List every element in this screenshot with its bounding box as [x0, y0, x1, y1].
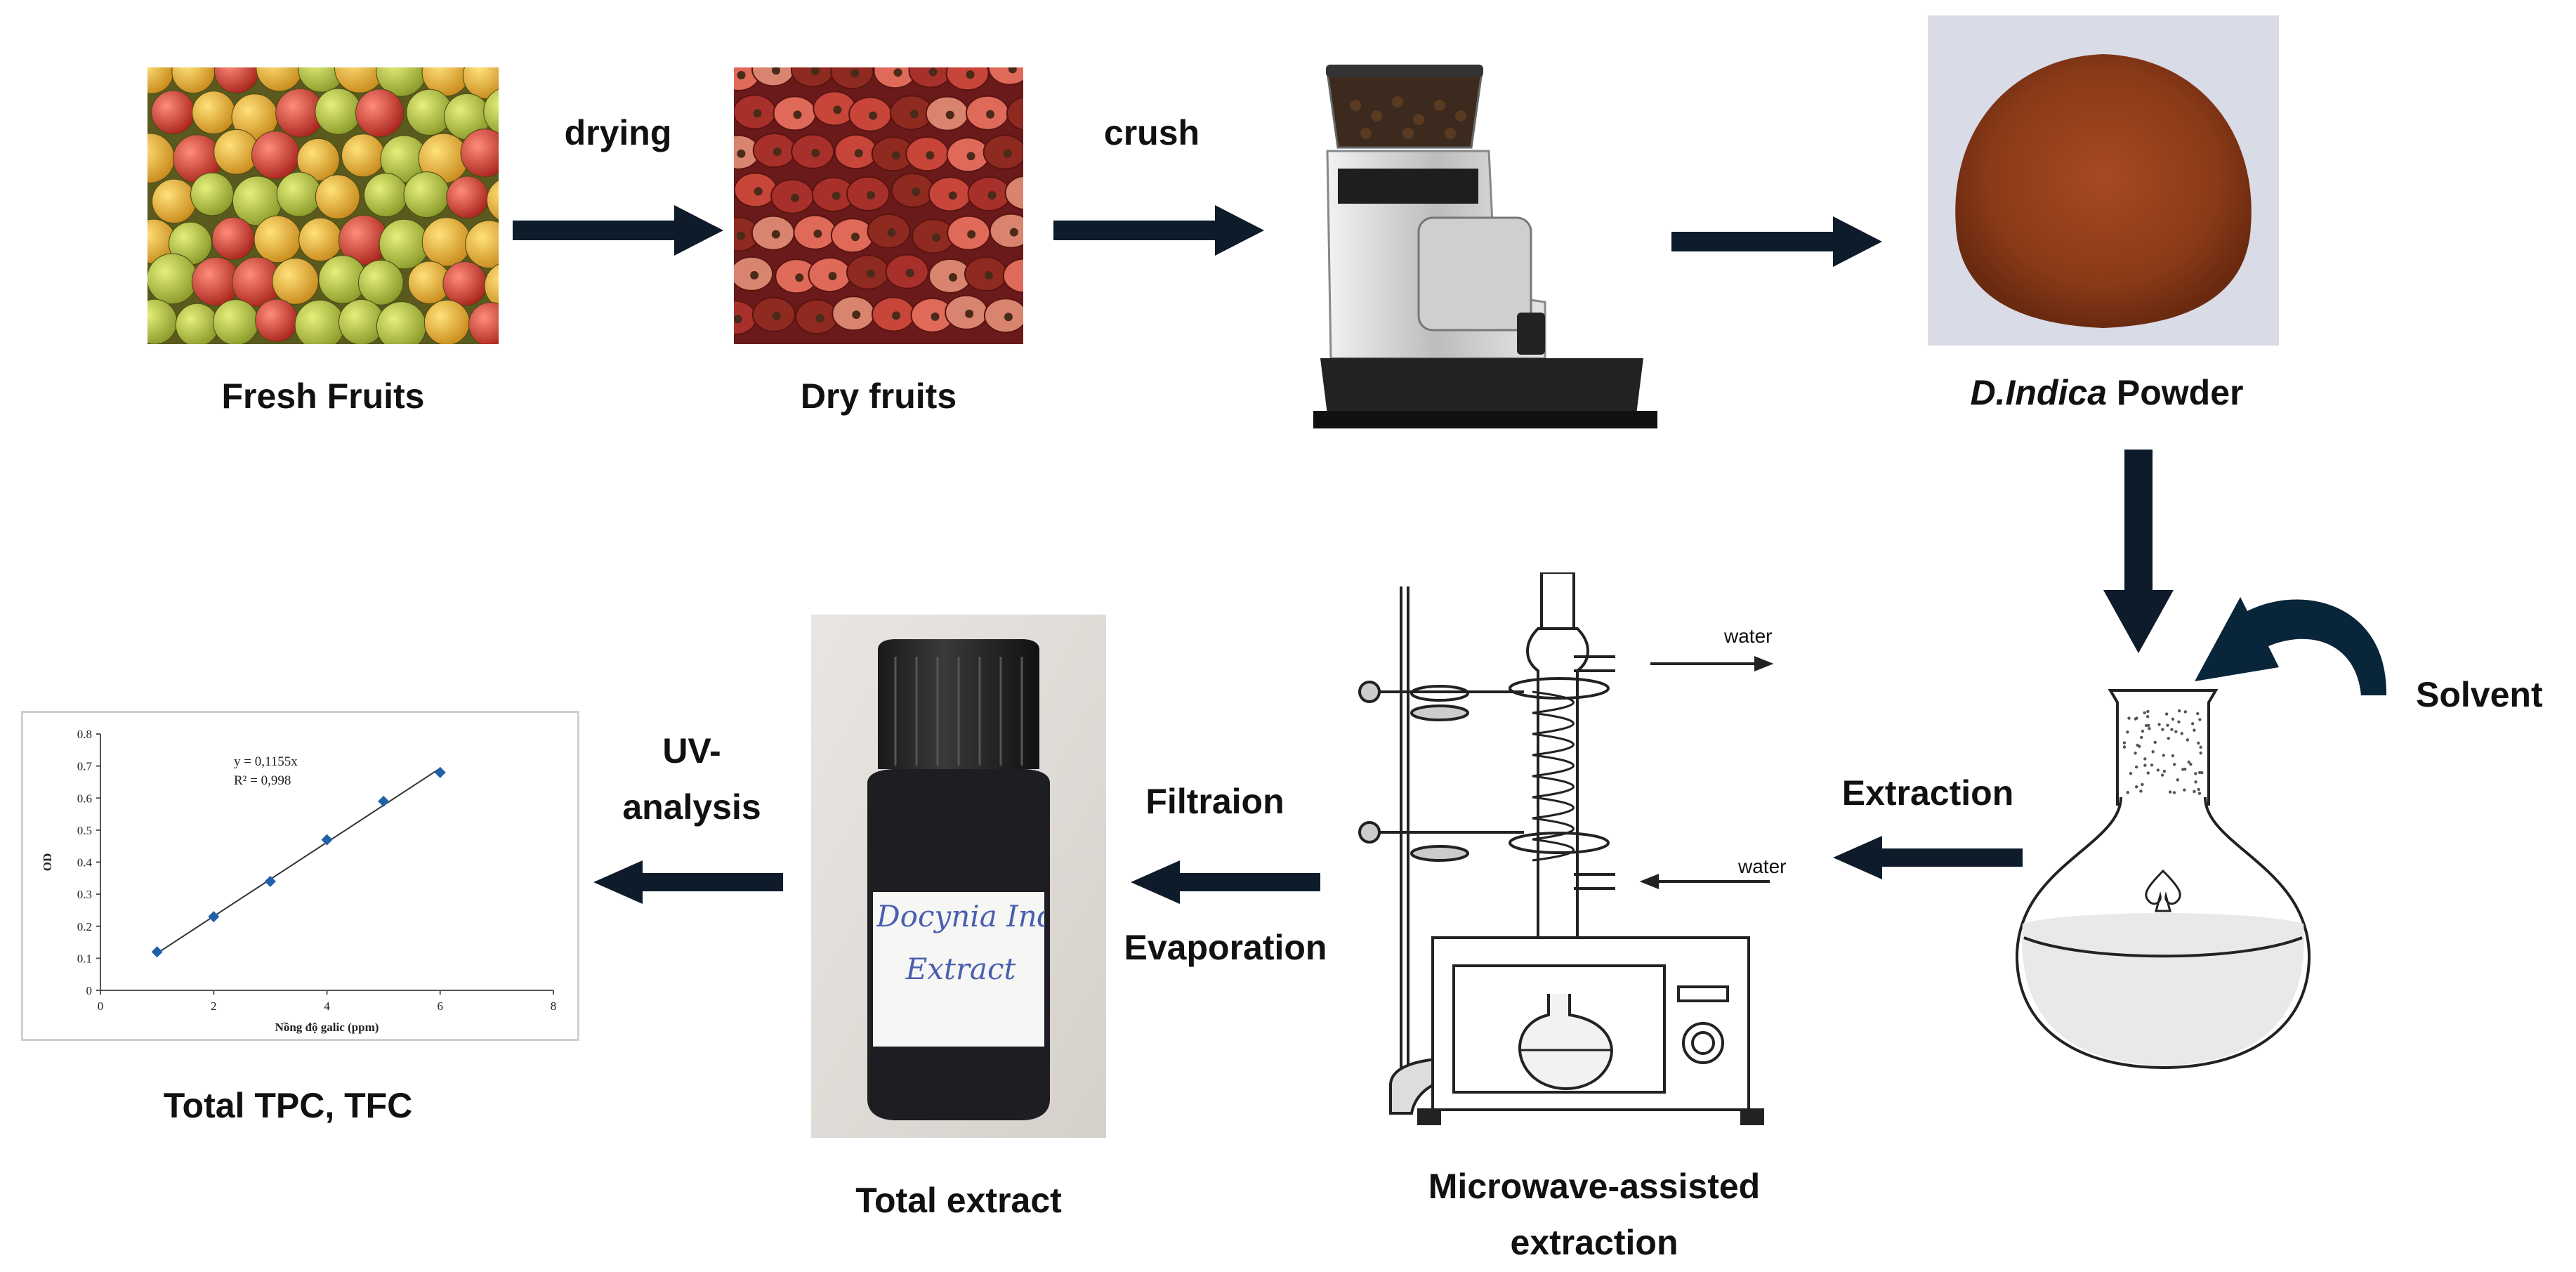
- solvent-arrow: [2163, 576, 2395, 702]
- dry-fruits-label: Dry fruits: [800, 376, 957, 416]
- data-point: [151, 946, 163, 958]
- fresh-fruits-label: Fresh Fruits: [221, 376, 425, 416]
- round-flask: [2002, 685, 2325, 1078]
- bottle-label-line1: Docynia Indica: [876, 899, 1045, 933]
- data-point: [378, 795, 390, 807]
- uv-label-line2: analysis: [622, 787, 761, 827]
- water-label-bottom: water: [1738, 855, 1787, 877]
- x-tick-label: 2: [211, 999, 217, 1013]
- x-axis-title: Nồng độ galic (ppm): [275, 1021, 379, 1034]
- x-tick-label: 6: [438, 999, 444, 1013]
- y-tick-label: 0: [86, 984, 93, 997]
- water-label-top: water: [1724, 625, 1773, 647]
- fresh-fruits-image: [147, 67, 499, 344]
- filtration-arrow: [1131, 860, 1320, 904]
- y-tick-label: 0.4: [77, 856, 93, 870]
- grinder-image: [1313, 63, 1657, 435]
- total-tpc-label: Total TPC, TFC: [163, 1086, 413, 1125]
- y-tick-label: 0.2: [77, 920, 92, 933]
- evaporation-label: Evaporation: [1124, 928, 1327, 967]
- crush-label: crush: [1103, 113, 1200, 152]
- y-tick-label: 0.7: [77, 760, 93, 773]
- microwave-label-line2: extraction: [1510, 1223, 1678, 1262]
- powder-label: D.Indica Powder: [1928, 372, 2286, 413]
- powder-label-italic: D.Indica: [1970, 373, 2107, 412]
- x-tick-label: 0: [98, 999, 104, 1013]
- powder-image: [1928, 15, 2279, 346]
- uv-label-line1: UV-: [662, 731, 721, 771]
- y-tick-label: 0.6: [77, 792, 92, 805]
- drying-label: drying: [564, 113, 672, 152]
- calibration-chart-plot: 0 0.1 0.2 0.3 0.4 0.5 0.6 0.7 0.8 0 2 4 6 8 y = 0,1155…: [41, 728, 557, 1034]
- y-tick-label: 0.8: [77, 728, 92, 741]
- microwave-label-line1: Microwave-assisted: [1428, 1167, 1761, 1206]
- r-squared-label: R² = 0,998: [234, 773, 291, 788]
- dry-fruits-image: [734, 67, 1023, 344]
- drying-arrow: [513, 205, 723, 256]
- data-point: [264, 875, 276, 887]
- y-axis-title: OD: [41, 853, 54, 872]
- trendline: [157, 767, 441, 955]
- x-tick-label: 8: [551, 999, 557, 1013]
- calibration-chart: 0 0.1 0.2 0.3 0.4 0.5 0.6 0.7 0.8 0 2 4 6 8 y = 0,1155…: [21, 711, 579, 1041]
- data-point: [321, 834, 333, 846]
- extraction-arrow: [1833, 836, 2023, 879]
- equation-label: y = 0,1155x: [234, 754, 298, 769]
- uv-arrow: [593, 860, 783, 904]
- extraction-label: Extraction: [1841, 773, 2014, 813]
- y-tick-label: 0.1: [77, 952, 92, 965]
- crush-arrow: [1053, 205, 1264, 256]
- filtration-label: Filtraion: [1145, 782, 1284, 821]
- bottle-label-line2: Extract: [905, 952, 1016, 986]
- solvent-label: Solvent: [2416, 675, 2543, 714]
- grind-arrow: [1671, 216, 1882, 267]
- powder-label-rest: Powder: [2107, 373, 2244, 412]
- y-tick-label: 0.5: [77, 824, 92, 837]
- microwave-apparatus: [1348, 572, 1840, 1134]
- x-tick-label: 4: [324, 999, 330, 1013]
- down-arrow: [2103, 450, 2174, 653]
- data-point: [434, 766, 446, 778]
- data-point: [208, 911, 220, 923]
- extract-bottle-image: [811, 615, 1106, 1138]
- y-tick-label: 0.3: [77, 888, 92, 901]
- total-extract-label: Total extract: [855, 1181, 1062, 1220]
